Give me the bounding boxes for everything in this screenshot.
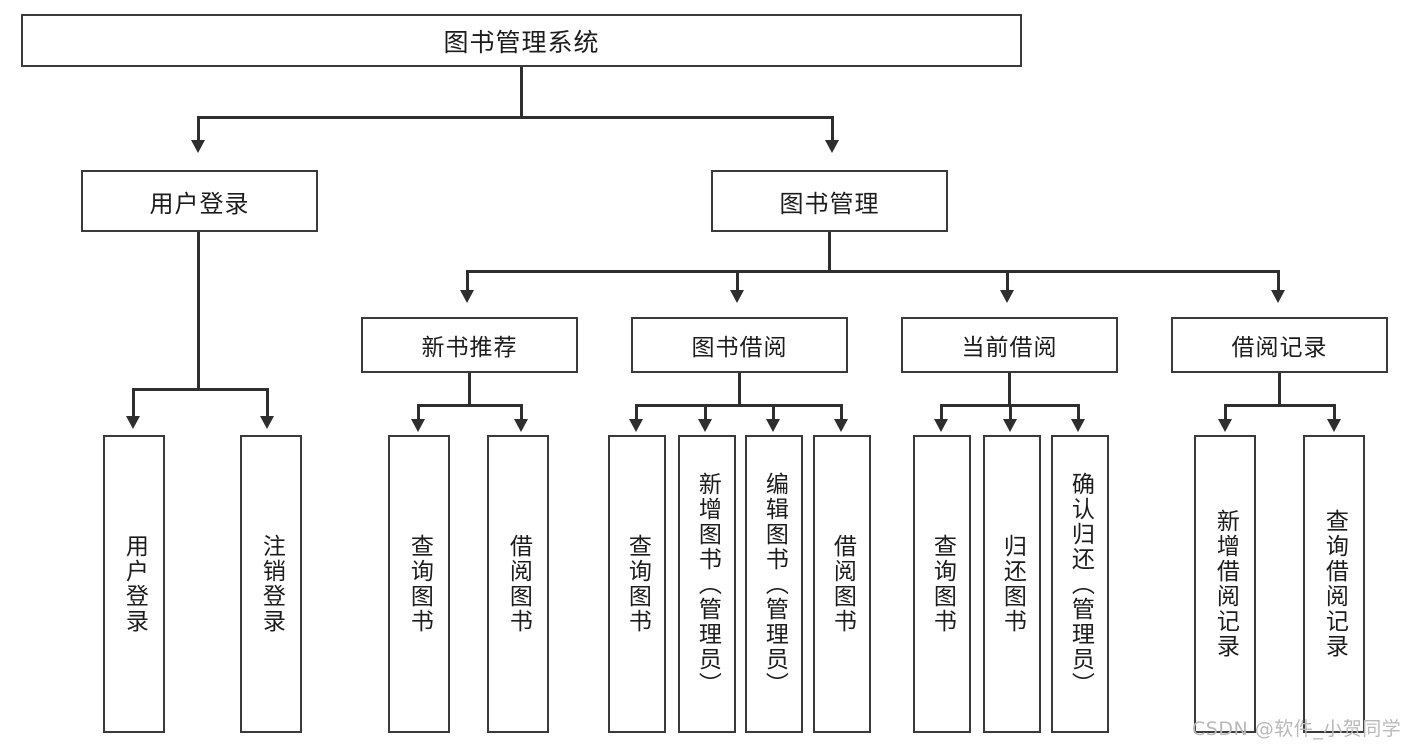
leaf-book-borrow-add-book-admin[interactable]: 新增图书（管理员） bbox=[678, 435, 736, 733]
node-label: 图书借阅 bbox=[691, 335, 788, 361]
leaf-label: 查询图书 bbox=[929, 534, 956, 634]
arrowhead-borrow-record-leaf-2 bbox=[1327, 419, 1341, 432]
leaf-current-borrow-confirm-return-admin[interactable]: 确认归还（管理员） bbox=[1051, 435, 1109, 733]
connector-new-book-leaf-1 bbox=[417, 404, 420, 421]
arrowhead-borrow-record-leaf-1 bbox=[1218, 419, 1232, 432]
leaf-new-book-query-book[interactable]: 查询图书 bbox=[388, 435, 450, 733]
arrowhead-book-borrow-leaf-1 bbox=[629, 419, 643, 432]
node-label: 新书推荐 bbox=[421, 335, 518, 361]
arrowhead-root-to-user-login bbox=[191, 140, 205, 153]
arrowhead-bm-to-book-borrow bbox=[730, 290, 744, 303]
connector-bm-to-new-book bbox=[466, 270, 469, 292]
connector-borrow-record-stem bbox=[1278, 373, 1281, 406]
leaf-label: 注销登录 bbox=[258, 534, 285, 634]
connector-new-book-stem bbox=[468, 373, 471, 406]
connector-book-borrow-bus bbox=[635, 404, 843, 407]
leaf-new-book-borrow-book[interactable]: 借阅图书 bbox=[487, 435, 549, 733]
leaf-label: 编辑图书（管理员） bbox=[761, 471, 788, 697]
arrowhead-new-book-leaf-1 bbox=[411, 419, 425, 432]
leaf-label: 用户登录 bbox=[121, 534, 148, 634]
leaf-user-login-logout[interactable]: 注销登录 bbox=[240, 435, 302, 733]
leaf-current-borrow-query-book[interactable]: 查询图书 bbox=[913, 435, 971, 733]
node-book-management-system[interactable]: 图书管理系统 bbox=[21, 14, 1022, 67]
leaf-label: 归还图书 bbox=[999, 534, 1026, 634]
node-borrow-record[interactable]: 借阅记录 bbox=[1171, 317, 1388, 373]
connector-current-borrow-leaf-1 bbox=[940, 404, 943, 421]
leaf-label: 查询图书 bbox=[624, 534, 651, 634]
leaf-label: 借阅图书 bbox=[505, 534, 532, 634]
leaf-label: 确认归还（管理员） bbox=[1067, 471, 1094, 697]
node-label: 用户登录 bbox=[149, 189, 250, 218]
connector-book-management-bus bbox=[466, 270, 1280, 273]
leaf-label: 查询图书 bbox=[406, 534, 433, 634]
connector-borrow-record-leaf-1 bbox=[1224, 404, 1227, 421]
connector-bm-to-borrow-record bbox=[1277, 270, 1280, 292]
leaf-book-borrow-edit-book-admin[interactable]: 编辑图书（管理员） bbox=[745, 435, 803, 733]
connector-current-borrow-leaf-2 bbox=[1009, 404, 1012, 421]
leaf-label: 查询借阅记录 bbox=[1321, 509, 1348, 659]
connector-new-book-bus bbox=[417, 404, 523, 407]
arrowhead-bm-to-current-borrow bbox=[1000, 290, 1014, 303]
connector-current-borrow-stem bbox=[1008, 373, 1011, 406]
connector-current-borrow-leaf-3 bbox=[1077, 404, 1080, 421]
arrowhead-user-login-leaf-1 bbox=[126, 416, 140, 429]
connector-root-bus bbox=[197, 116, 834, 119]
node-book-management[interactable]: 图书管理 bbox=[711, 170, 948, 232]
leaf-label: 新增借阅记录 bbox=[1212, 509, 1239, 659]
connector-new-book-leaf-2 bbox=[520, 404, 523, 421]
connector-borrow-record-leaf-2 bbox=[1333, 404, 1336, 421]
node-label: 图书管理系统 bbox=[443, 27, 600, 57]
leaf-user-login-login[interactable]: 用户登录 bbox=[103, 435, 165, 733]
leaf-current-borrow-return-book[interactable]: 归还图书 bbox=[983, 435, 1041, 733]
node-current-borrow[interactable]: 当前借阅 bbox=[901, 317, 1118, 373]
connector-book-borrow-leaf-2 bbox=[704, 404, 707, 421]
arrowhead-root-to-book-management bbox=[825, 140, 839, 153]
csdn-watermark: CSDN @软件_小贺同学 bbox=[1192, 718, 1402, 740]
connector-user-login-stem bbox=[197, 232, 200, 390]
connector-book-borrow-stem bbox=[738, 373, 741, 406]
connector-user-login-to-leaf-2 bbox=[266, 388, 269, 418]
leaf-borrow-record-query-record[interactable]: 查询借阅记录 bbox=[1303, 435, 1365, 733]
arrowhead-current-borrow-leaf-3 bbox=[1071, 419, 1085, 432]
leaf-book-borrow-borrow-book[interactable]: 借阅图书 bbox=[813, 435, 871, 733]
leaf-label: 借阅图书 bbox=[829, 534, 856, 634]
node-new-book-recommend[interactable]: 新书推荐 bbox=[361, 317, 578, 373]
connector-book-borrow-leaf-3 bbox=[772, 404, 775, 421]
connector-bm-to-book-borrow bbox=[736, 270, 739, 292]
connector-root-to-book-management bbox=[831, 116, 834, 142]
connector-borrow-record-bus bbox=[1224, 404, 1336, 407]
arrowhead-bm-to-borrow-record bbox=[1271, 290, 1285, 303]
arrowhead-book-borrow-leaf-3 bbox=[766, 419, 780, 432]
connector-book-borrow-leaf-1 bbox=[635, 404, 638, 421]
arrowhead-new-book-leaf-2 bbox=[514, 419, 528, 432]
arrowhead-current-borrow-leaf-2 bbox=[1003, 419, 1017, 432]
arrowhead-user-login-leaf-2 bbox=[260, 416, 274, 429]
arrowhead-book-borrow-leaf-4 bbox=[834, 419, 848, 432]
leaf-book-borrow-query-book[interactable]: 查询图书 bbox=[608, 435, 666, 733]
connector-book-management-stem bbox=[828, 232, 831, 272]
connector-root-stem bbox=[520, 67, 523, 118]
connector-user-login-bus bbox=[132, 388, 269, 391]
arrowhead-book-borrow-leaf-2 bbox=[698, 419, 712, 432]
connector-bm-to-current-borrow bbox=[1006, 270, 1009, 292]
leaf-label: 新增图书（管理员） bbox=[694, 471, 721, 697]
leaf-borrow-record-add-record[interactable]: 新增借阅记录 bbox=[1194, 435, 1256, 733]
arrowhead-bm-to-new-book bbox=[460, 290, 474, 303]
connector-user-login-to-leaf-1 bbox=[132, 388, 135, 418]
arrowhead-current-borrow-leaf-1 bbox=[934, 419, 948, 432]
node-label: 当前借阅 bbox=[961, 335, 1058, 361]
node-label: 借阅记录 bbox=[1231, 335, 1328, 361]
connector-root-to-user-login bbox=[197, 116, 200, 142]
node-user-login[interactable]: 用户登录 bbox=[81, 170, 318, 232]
node-book-borrow[interactable]: 图书借阅 bbox=[631, 317, 848, 373]
node-label: 图书管理 bbox=[779, 189, 880, 218]
connector-book-borrow-leaf-4 bbox=[840, 404, 843, 421]
